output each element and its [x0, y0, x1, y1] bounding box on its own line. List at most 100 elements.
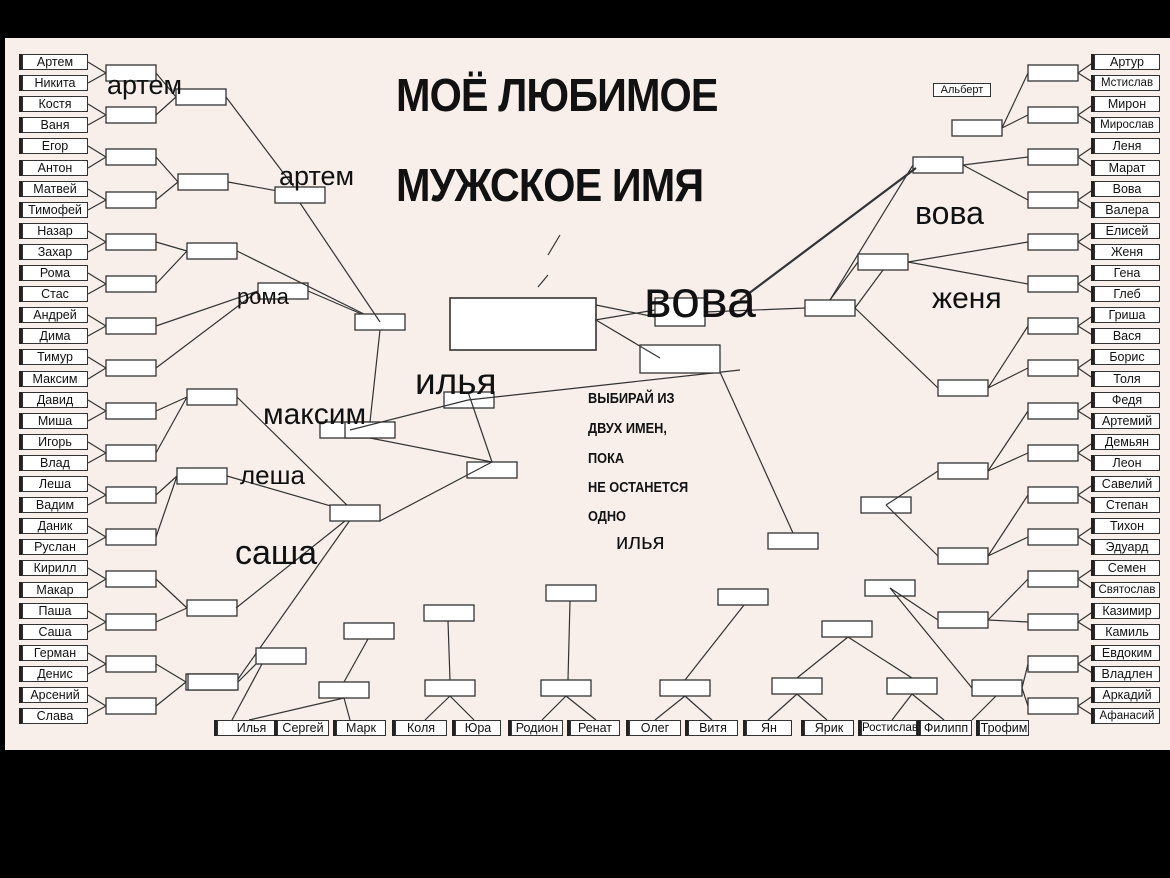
left-name-label: Тимофей — [22, 202, 88, 218]
empty-slot — [105, 317, 157, 335]
bracket-line — [987, 325, 1029, 389]
bracket-line — [885, 470, 939, 506]
final-winner-box — [449, 297, 597, 351]
empty-slot — [1027, 148, 1079, 166]
left-name-label: Антон — [22, 160, 88, 176]
bottom-name-label: Коля — [395, 720, 447, 736]
bracket-line — [155, 578, 188, 609]
bracket-line — [541, 695, 567, 721]
bracket-line — [1077, 272, 1095, 285]
left-name-label: Матвей — [22, 181, 88, 197]
empty-slot — [937, 611, 989, 629]
right-name-label: Валера — [1094, 202, 1160, 218]
left-name-label: Макар — [22, 582, 88, 598]
bracket-line — [231, 663, 263, 721]
bracket-line — [155, 96, 177, 116]
empty-slot — [105, 444, 157, 462]
bottom-name-label: Марк — [336, 720, 386, 736]
empty-slot — [177, 173, 229, 191]
bracket-line — [1077, 145, 1095, 158]
right-name-label: Елисей — [1094, 223, 1160, 239]
bracket-line — [155, 681, 187, 707]
bracket-line — [467, 391, 493, 463]
bottom-name-label: Ян — [746, 720, 792, 736]
left-name-label: Артем — [22, 54, 88, 70]
bottom-name-label: Витя — [688, 720, 738, 736]
left-name-label: Влад — [22, 455, 88, 471]
bracket-line — [567, 600, 571, 681]
bracket-line — [1077, 356, 1095, 369]
right-name-label: Семен — [1094, 560, 1160, 576]
bracket-line — [87, 610, 107, 623]
empty-slot — [186, 242, 238, 260]
bracket-line — [987, 494, 1029, 557]
empty-slot — [771, 677, 823, 695]
bracket-line — [87, 325, 107, 337]
instruction-line: ПОКА — [588, 451, 625, 467]
bracket-line — [235, 512, 356, 609]
bracket-line — [971, 695, 997, 721]
bracket-line — [87, 230, 107, 243]
bracket-line — [1077, 694, 1095, 707]
bracket-line — [87, 199, 107, 211]
bracket-line — [369, 437, 493, 463]
bracket-line — [654, 695, 686, 721]
empty-slot — [1027, 317, 1079, 335]
bracket-line — [565, 695, 597, 721]
empty-slot — [912, 156, 964, 174]
handwritten-zhenya: женя — [932, 282, 1002, 315]
empty-slot — [1027, 570, 1079, 588]
empty-slot — [343, 622, 395, 640]
empty-slot — [105, 148, 157, 166]
bracket-line — [155, 663, 187, 683]
empty-slot — [1027, 528, 1079, 546]
bracket-line — [547, 234, 561, 256]
bracket-line — [1077, 283, 1095, 295]
empty-slot — [1027, 613, 1079, 631]
right-name-label: Леон — [1094, 455, 1160, 471]
bracket-line — [87, 188, 107, 201]
bracket-line — [87, 283, 107, 295]
bracket-line — [891, 693, 913, 721]
bracket-line — [1001, 114, 1029, 129]
empty-slot — [886, 677, 938, 695]
left-name-label: Никита — [22, 75, 88, 91]
bracket-line — [87, 578, 107, 591]
bracket-line — [987, 536, 1029, 557]
bracket-line — [962, 156, 1029, 166]
bracket-line — [704, 307, 806, 313]
instruction-line: НЕ ОСТАНЕТСЯ — [588, 480, 689, 496]
handwritten-sasha: саша — [235, 534, 318, 572]
right-name-label: Демьян — [1094, 434, 1160, 450]
bracket-line — [1077, 399, 1095, 412]
bracket-sheet: МОЁ ЛЮБИМОЕ МУЖСКОЕ ИМЯ ВЫБИРАЙ ИЗ ДВУХ … — [5, 38, 1170, 750]
bracket-line — [1077, 72, 1095, 84]
bracket-line — [889, 587, 973, 689]
bracket-line — [225, 96, 301, 196]
right-name-label: Женя — [1094, 244, 1160, 260]
bracket-line — [343, 697, 351, 721]
bracket-line — [595, 319, 661, 359]
right-name-label: Вася — [1094, 328, 1160, 344]
bracket-line — [1077, 652, 1095, 665]
bottom-name-label: Филипп — [920, 720, 972, 736]
right-name-label: Мирон — [1094, 96, 1160, 112]
empty-slot — [186, 599, 238, 617]
bracket-line — [87, 621, 107, 633]
left-name-label: Арсений — [22, 687, 88, 703]
bracket-lines — [87, 61, 1095, 721]
empty-slot — [545, 584, 597, 602]
bracket-line — [829, 164, 914, 301]
empty-slot — [105, 233, 157, 251]
empty-slot — [105, 359, 157, 377]
instruction-line: ДВУХ ИМЕН, — [588, 421, 667, 437]
left-name-label: Ваня — [22, 117, 88, 133]
right-name-label: Владлен — [1094, 666, 1160, 682]
handwritten-ilya-1: илья — [415, 361, 497, 402]
right-name-label: Савелий — [1094, 476, 1160, 492]
bracket-line — [87, 103, 107, 116]
empty-slot — [175, 88, 227, 106]
empty-slot — [186, 388, 238, 406]
bracket-line — [87, 694, 107, 707]
bracket-line — [87, 652, 107, 665]
